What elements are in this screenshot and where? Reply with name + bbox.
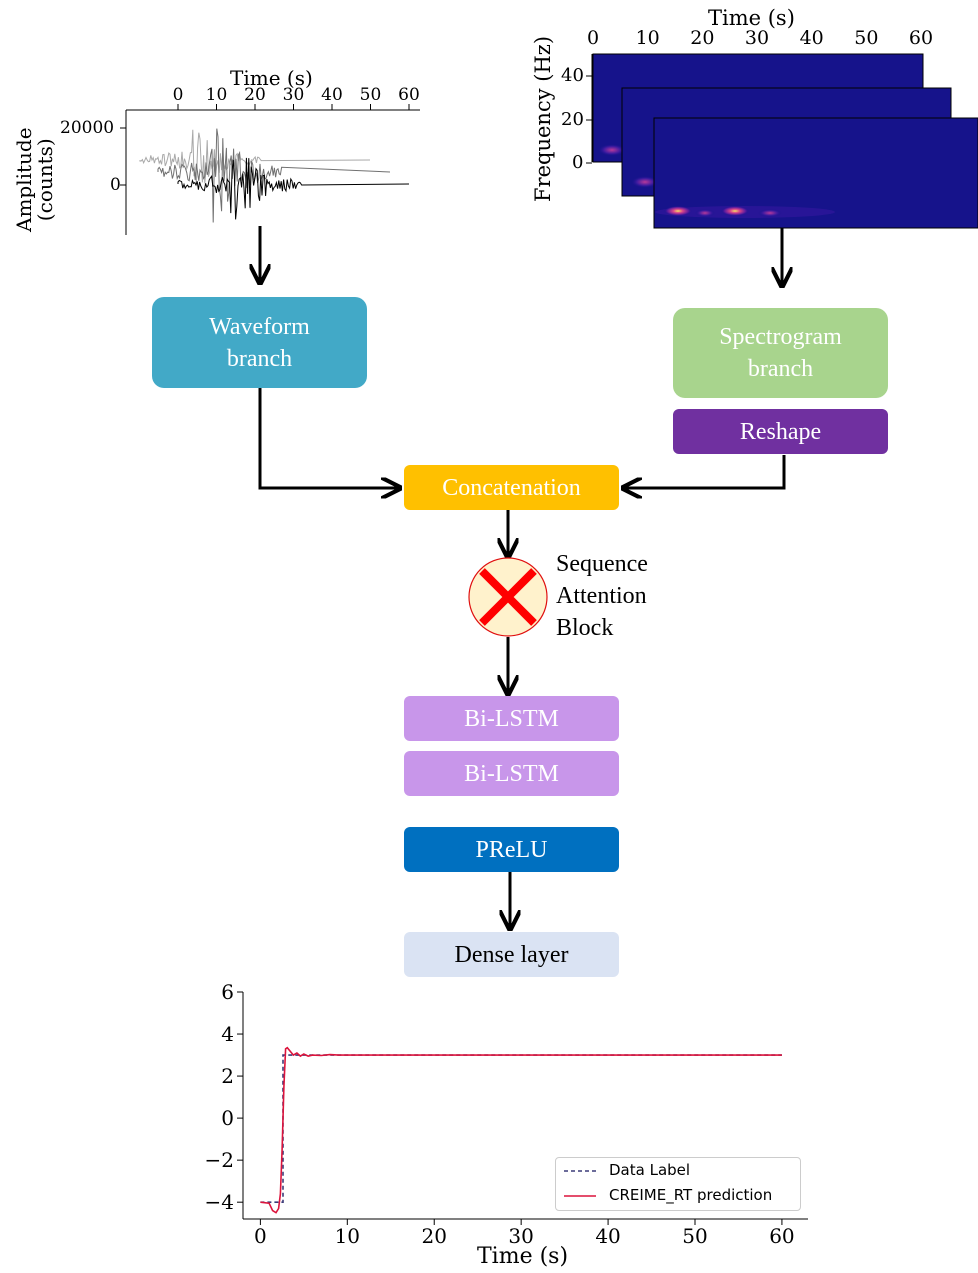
chart-y-tick-6: 6 xyxy=(221,980,234,1004)
chart-y-tick--4: −4 xyxy=(204,1190,234,1215)
waveform-x-tick-20: 20 xyxy=(244,85,266,105)
prelu-block: PReLU xyxy=(404,827,619,872)
spectrogram-x-tick-40: 40 xyxy=(799,27,824,49)
waveform-branch-block: Waveform branch xyxy=(152,297,367,388)
series-prediction-line xyxy=(260,1046,782,1214)
spectrogram-y-tick-0: 0 xyxy=(572,152,584,173)
reshape-block: Reshape xyxy=(673,409,888,454)
bilstm-block-2: Bi-LSTM xyxy=(404,751,619,796)
waveform-x-tick-0: 0 xyxy=(172,85,184,105)
waveform-plot xyxy=(120,104,420,235)
chart-x-tick-20: 20 xyxy=(421,1224,447,1248)
chart-x-tick-60: 60 xyxy=(769,1224,795,1248)
legend-data-label-text: Data Label xyxy=(609,1161,691,1179)
dense-layer-block: Dense layer xyxy=(404,932,619,977)
spectrogram-x-tick-30: 30 xyxy=(744,27,770,49)
chart-legend: Data Label CREIME_RT prediction xyxy=(555,1157,801,1211)
bilstm-block-1: Bi-LSTM xyxy=(404,696,619,741)
chart-y-tick-2: 2 xyxy=(221,1064,234,1089)
chart-x-tick-10: 10 xyxy=(334,1224,361,1248)
legend-prediction-text: CREIME_RT prediction xyxy=(609,1186,773,1204)
waveform-x-tick-30: 30 xyxy=(282,85,305,105)
spectrogram-x-axis-label: Time (s) xyxy=(708,6,795,30)
chart-y-tick-0: 0 xyxy=(221,1106,234,1131)
spectrogram-x-tick-10: 10 xyxy=(635,27,660,49)
waveform-x-tick-60: 60 xyxy=(398,85,420,105)
concatenation-block: Concatenation xyxy=(404,465,619,510)
spectrogram-plot xyxy=(586,53,978,229)
attention-label-line2: Attention xyxy=(556,583,647,609)
arrow-waveform-branch-to-concat xyxy=(258,388,400,488)
waveform-x-tick-40: 40 xyxy=(321,85,343,105)
spectrogram-x-tick-60: 60 xyxy=(908,27,934,49)
waveform-x-axis-label: Time (s) xyxy=(230,66,313,90)
arrow-reshape-to-concat xyxy=(623,455,786,488)
chart-x-tick-30: 30 xyxy=(508,1224,534,1248)
spectrogram-branch-block: Spectrogram branch xyxy=(673,308,888,398)
waveform-y-tick-0: 0 xyxy=(110,175,121,195)
waveform-y-tick-20000: 20000 xyxy=(60,118,115,138)
chart-y-tick--2: −2 xyxy=(204,1148,234,1173)
chart-x-tick-40: 40 xyxy=(595,1224,621,1248)
spectrogram-y-tick-40: 40 xyxy=(561,65,584,86)
attention-label-line1: Sequence xyxy=(556,551,648,577)
chart-x-axis-label: Time (s) xyxy=(477,1244,569,1269)
chart-y-tick-4: 4 xyxy=(221,1022,234,1047)
spectrogram-x-tick-0: 0 xyxy=(586,27,600,49)
attention-label-line3: Block xyxy=(556,615,614,641)
attention-block-label: Sequence Attention Block xyxy=(556,548,648,644)
chart-x-tick-0: 0 xyxy=(254,1224,267,1248)
waveform-x-tick-10: 10 xyxy=(205,85,228,105)
spectrogram-x-tick-50: 50 xyxy=(854,27,879,49)
spectrogram-y-tick-20: 20 xyxy=(561,109,584,130)
chart-x-tick-50: 50 xyxy=(682,1224,708,1248)
spectrogram-x-tick-20: 20 xyxy=(690,27,715,49)
waveform-x-tick-50: 50 xyxy=(359,85,382,105)
